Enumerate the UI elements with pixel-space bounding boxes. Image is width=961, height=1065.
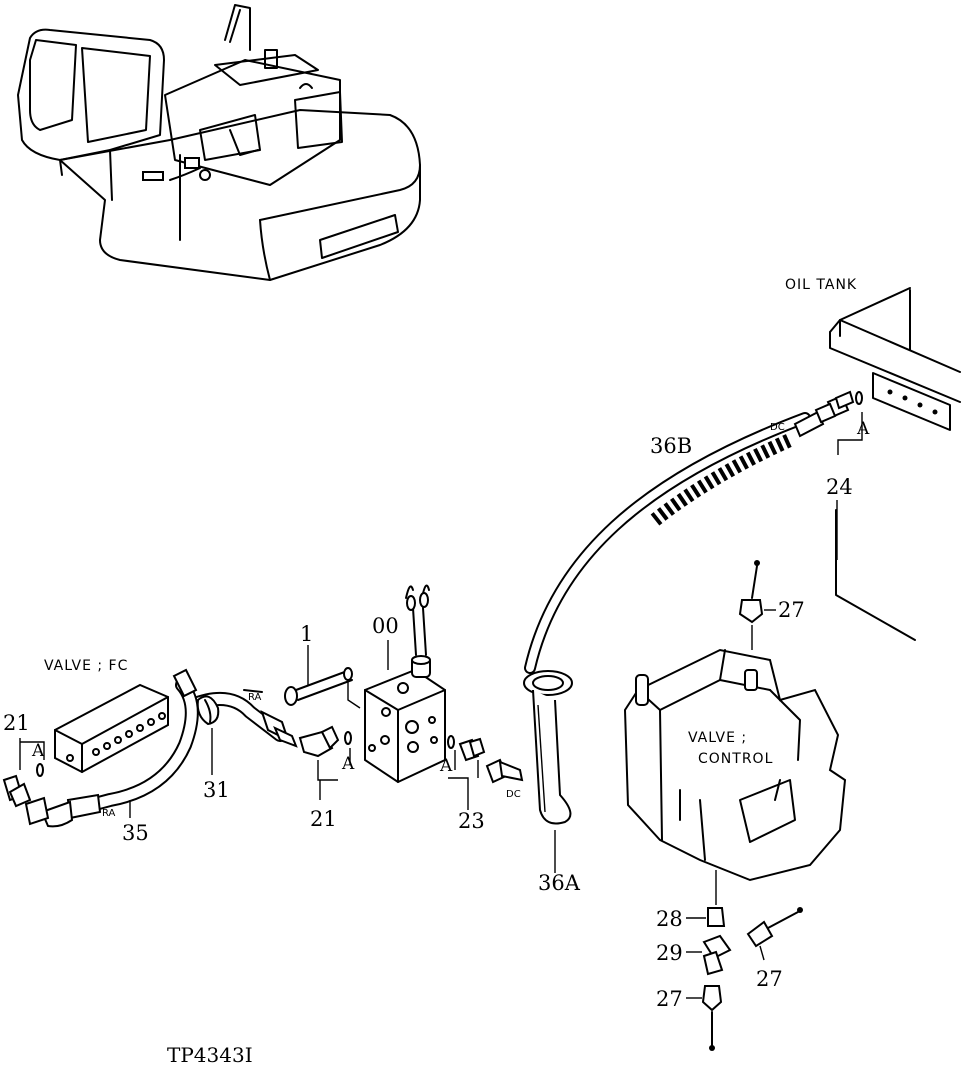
hose-36a: 36A: [523, 670, 581, 895]
valve-block-00: 00: [364, 584, 446, 784]
callout-00: 00: [372, 614, 399, 638]
callout-28: 28: [656, 907, 683, 931]
callout-21-mid: 21: [310, 807, 337, 831]
hose-36b: DC 36B: [524, 402, 837, 674]
excavator-overview-illustration: [17, 4, 421, 281]
marker-dc-left: DC: [506, 789, 521, 800]
marker-a-right: A: [856, 419, 870, 439]
callout-36b: 36B: [650, 434, 692, 458]
valve-fc-block: VALVE ; FC: [44, 658, 169, 774]
oil-tank: OIL TANK: [785, 277, 961, 641]
valve-fc-label: VALVE ; FC: [44, 658, 128, 674]
callout-27-top: 27: [778, 598, 805, 622]
marker-a-mid1: A: [341, 754, 355, 774]
elbow-fitting-21-mid: A 21: [298, 725, 355, 831]
pressure-switch-27-top: 27: [738, 560, 805, 650]
oil-tank-label: OIL TANK: [785, 277, 857, 293]
elbow-fitting-21-left: A 21: [2, 711, 45, 808]
callout-35: 35: [122, 821, 149, 845]
bolt-1: 1: [284, 622, 361, 709]
control-valve: VALVE ; CONTROL: [623, 648, 847, 882]
pressure-switch-27-bottom: 27: [656, 985, 723, 1051]
marker-ra-top: RA: [248, 692, 262, 703]
callout-36a: 36A: [538, 871, 581, 895]
tank-fitting-24: 24 A: [826, 390, 870, 560]
marker-ra-bottom: RA: [102, 808, 116, 819]
pressure-switch-27-right: 27: [746, 907, 803, 991]
callout-27-right: 27: [756, 967, 783, 991]
tee-fitting-29: 29: [656, 934, 732, 976]
marker-dc-right: DC: [770, 422, 785, 433]
callout-1: 1: [300, 622, 313, 646]
valve-control-label-2: CONTROL: [698, 751, 773, 767]
figure-id: TP4343I: [167, 1043, 253, 1065]
callout-24: 24: [826, 475, 853, 499]
callout-23: 23: [458, 809, 485, 833]
adapter-28: 28: [656, 870, 726, 931]
callout-27-bottom: 27: [656, 987, 683, 1011]
fitting-23: DC A 23: [439, 735, 524, 833]
callout-21-left: 21: [3, 711, 30, 735]
hose-35: RA 35: [24, 668, 199, 845]
hose-31: RA 31: [185, 689, 298, 802]
callout-29: 29: [656, 941, 683, 965]
callout-31: 31: [203, 778, 230, 802]
valve-control-label-1: VALVE ;: [688, 730, 747, 746]
marker-a-left: A: [31, 741, 45, 761]
